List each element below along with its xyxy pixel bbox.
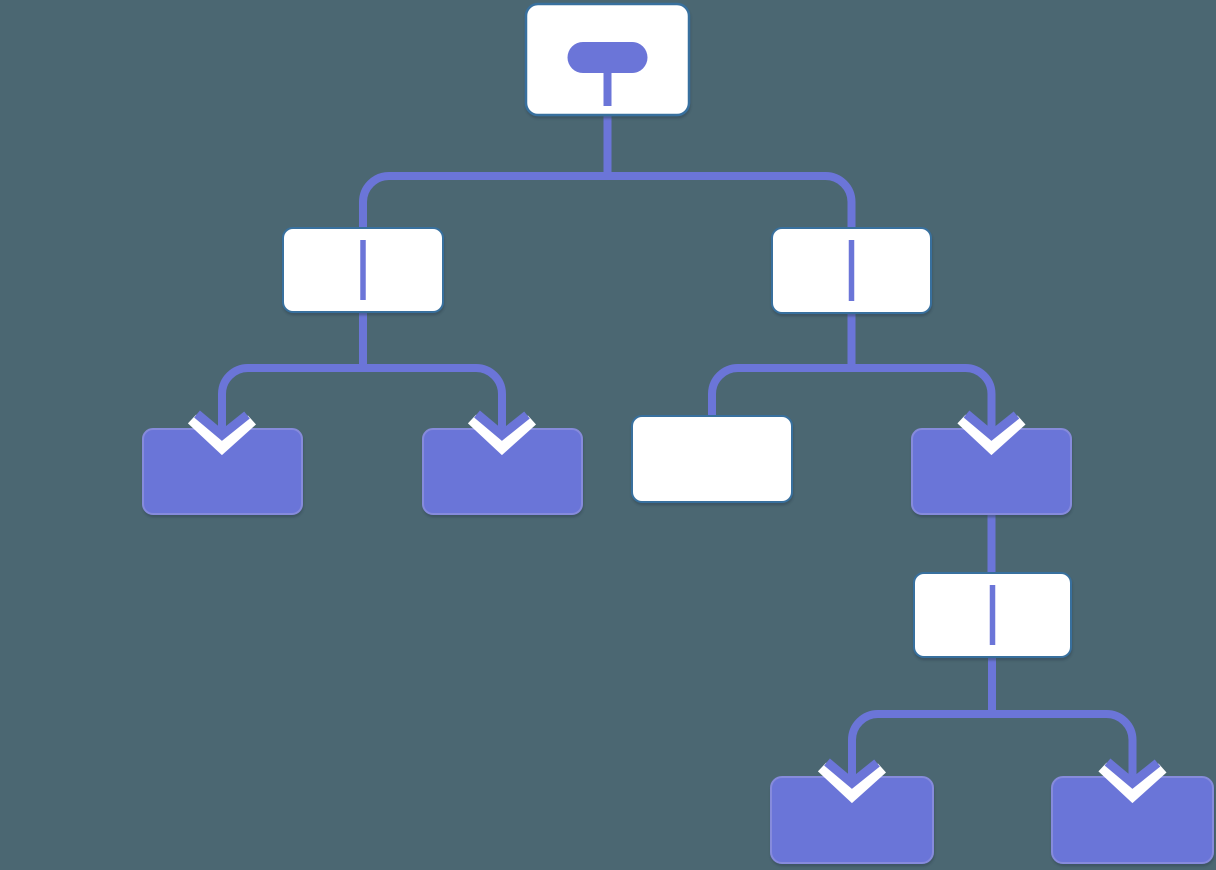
chevron-purple-layer [963,410,1020,441]
chevron-purple-layer [824,758,880,789]
empty-node-box[interactable] [631,415,793,503]
chevron-purple-layer [474,410,530,441]
edge-top-junction [359,172,856,228]
chevron-white-layer [1098,762,1167,804]
expand-chevron-icon[interactable] [957,403,1026,456]
chevron-white-layer [957,414,1026,456]
branch-node-left[interactable] [282,227,444,313]
chevron-white-layer [817,762,887,804]
chevron-purple-layer [1104,758,1161,789]
edge-bottom-junction [848,710,1137,781]
branch-node-lower[interactable] [913,572,1072,658]
pill-stem [603,71,612,106]
chevron-white-layer [187,414,257,456]
edge-right-junction [708,364,996,433]
edge-left-junction [218,364,506,433]
expand-chevron-icon[interactable] [467,403,537,456]
expand-chevron-icon[interactable] [1098,751,1167,804]
expand-chevron-icon[interactable] [187,403,257,456]
pill-capsule [567,42,648,73]
branch-node-right[interactable] [771,227,932,314]
expand-chevron-icon[interactable] [817,751,887,804]
chevron-purple-layer [194,410,250,441]
root-node[interactable] [524,2,691,117]
empty-node[interactable] [631,415,793,503]
subtree-pill-icon [567,42,648,106]
chevron-white-layer [467,414,537,456]
